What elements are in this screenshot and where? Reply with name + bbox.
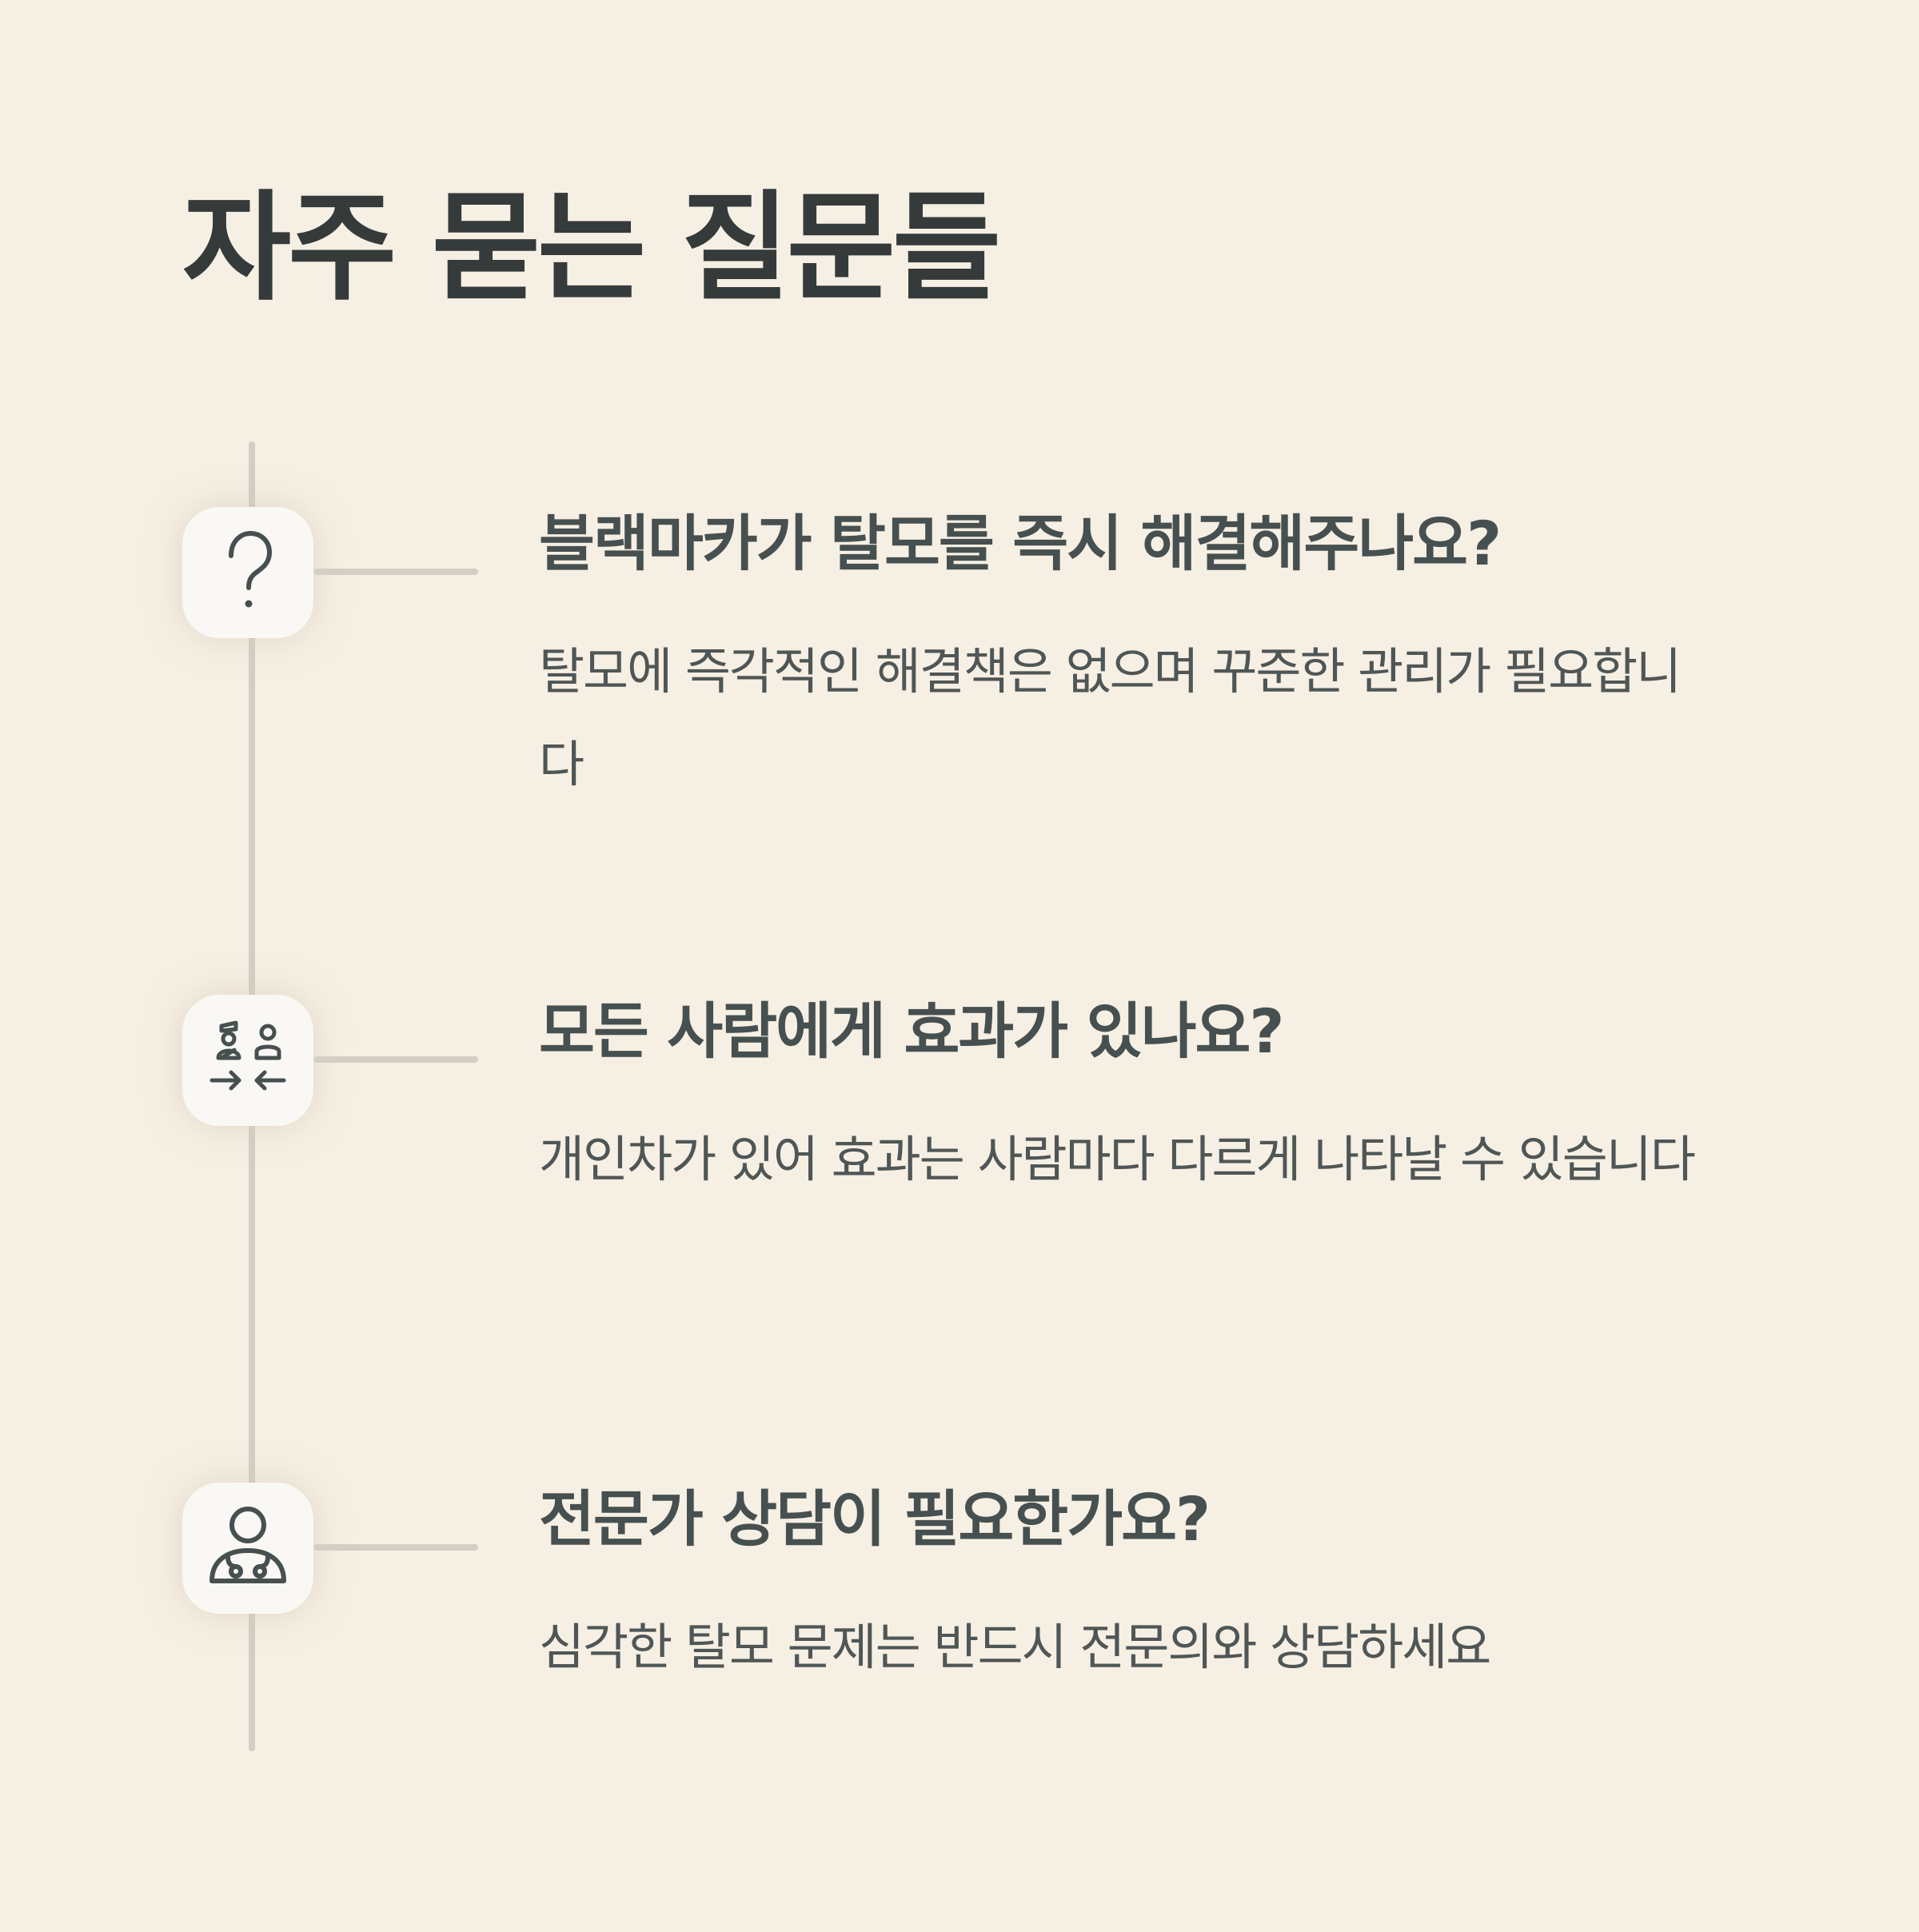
faq-connector [313, 1544, 478, 1551]
page-title: 자주 묻는 질문들 [182, 179, 1001, 317]
faq-icon-box [182, 995, 313, 1126]
faq-connector [313, 569, 478, 575]
faq-answer: 심각한 탈모 문제는 반드시 전문의와 상담하세요 [539, 1618, 1491, 1676]
faq-question: 블랙마카가 탈모를 즉시 해결해주나요? [539, 508, 1502, 579]
doctor-icon [209, 1507, 286, 1583]
faq-icon-box [182, 1483, 313, 1614]
question-mark-icon [229, 530, 273, 608]
faq-question: 전문가 상담이 필요한가요? [539, 1483, 1211, 1555]
faq-connector [313, 1056, 478, 1063]
faq-answer: 탈모에 즉각적인 해결책은 없으며 꾸준한 관리가 필요합니다 [539, 642, 1682, 793]
people-compare-icon [209, 1020, 286, 1091]
faq-icon-box [182, 507, 313, 638]
faq-answer: 개인차가 있어 효과는 사람마다 다르게 나타날 수 있습니다 [539, 1130, 1696, 1188]
faq-question: 모든 사람에게 효과가 있나요? [539, 996, 1285, 1067]
